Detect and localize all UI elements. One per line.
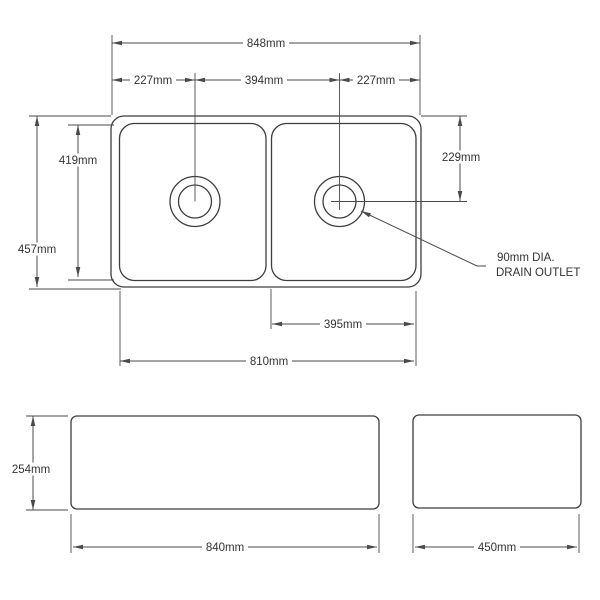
dim-840-label-bg [202, 540, 248, 554]
side-view: 450mm [412, 414, 582, 554]
dim-840-label: 840mm [206, 542, 244, 554]
dim-848-label: 848mm [247, 38, 285, 50]
dim-395-label: 395mm [324, 319, 362, 331]
top-view: 848mm 227mm 394mm 227mm 419mm 457mm 229m… [14, 35, 580, 368]
left-bowl [118, 122, 267, 282]
dim-394-label: 394mm [245, 75, 283, 87]
front-view-outline [70, 415, 380, 510]
dim-227-right-label-bg [353, 73, 399, 87]
dim-450-label: 450mm [478, 542, 516, 554]
dim-419-label-bg [55, 153, 101, 167]
dim-229-label: 229mm [442, 152, 480, 164]
dim-227-left-label-bg [130, 73, 176, 87]
dim-457-label-bg [14, 242, 60, 256]
dim-419-label: 419mm [59, 155, 97, 167]
dim-227-left-label: 227mm [134, 75, 172, 87]
dim-254-label-bg [8, 462, 54, 476]
dim-848-label-bg [243, 36, 289, 50]
dim-450-label-bg [474, 540, 520, 554]
dim-810-label-bg [246, 354, 292, 368]
dim-227-right-label: 227mm [357, 75, 395, 87]
dim-810-label: 810mm [250, 356, 288, 368]
dim-229-label-bg [438, 150, 484, 164]
right-bowl [270, 122, 417, 282]
drain-leader-line [360, 210, 486, 267]
dim-457-label: 457mm [18, 244, 56, 256]
front-view: 254mm 840mm [8, 415, 380, 554]
side-view-outline [412, 414, 582, 509]
drain-note-line2: DRAIN OUTLET [496, 267, 580, 279]
dim-395-label-bg [320, 317, 366, 331]
drain-note-line1: 90mm DIA. [497, 252, 555, 264]
dim-254-label: 254mm [12, 464, 50, 476]
dim-394-label-bg [241, 73, 287, 87]
